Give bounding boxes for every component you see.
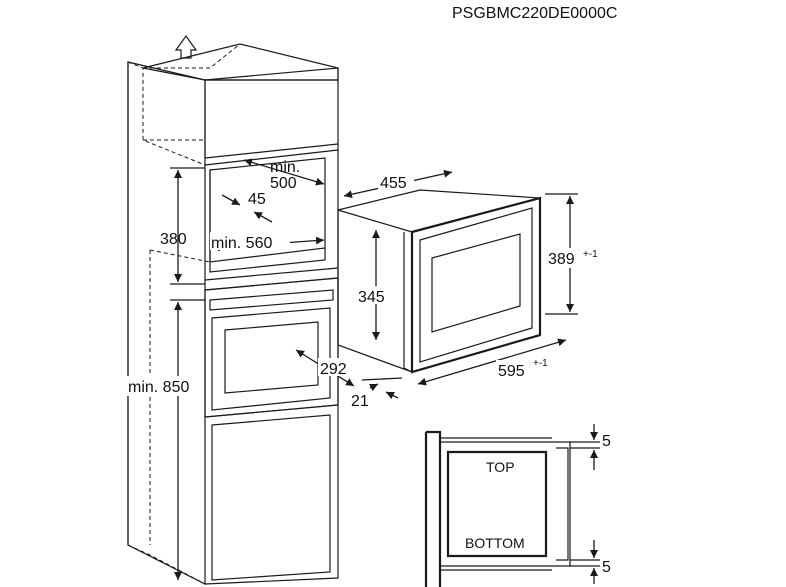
dim-595-arrow — [417, 338, 567, 386]
dim-21-arrow-b — [385, 391, 399, 400]
label-top: TOP — [486, 459, 515, 475]
dim-21-label: 21 — [351, 393, 369, 410]
model-code: PSGBMC220DE0000C — [452, 5, 617, 22]
tall-cabinet — [127, 34, 339, 585]
dim-45-arrow-b — [253, 211, 273, 223]
dim-min500-arrow — [243, 158, 325, 186]
dim-21-arrow-a — [369, 383, 379, 392]
dim-595-tolerance: +-1 — [533, 358, 548, 369]
appliance-dimensions: 455 389 +-1 345 595 +-1 21 — [343, 169, 598, 410]
cabinet-dimensions: 380 min. 500 45 min. 560 min. 850 292 — [126, 158, 355, 580]
dim-345-label: 345 — [358, 289, 385, 306]
dim-min850-label: min. 850 — [128, 379, 189, 396]
dim-min500-label-1: min. — [270, 159, 300, 176]
label-bottom: BOTTOM — [465, 535, 525, 551]
dim-45-label: 45 — [248, 191, 266, 208]
gap-top-label: 5 — [602, 433, 611, 450]
dim-min560-label: min. 560 — [211, 235, 272, 252]
dim-389-label: 389 — [548, 251, 575, 268]
ventilation-arrow-icon — [174, 34, 198, 59]
dim-455-label: 455 — [380, 175, 407, 192]
microwave-appliance — [337, 189, 542, 374]
dim-292-label: 292 — [320, 361, 347, 378]
dim-min500-label-2: 500 — [270, 175, 297, 192]
dim-389-tolerance: +-1 — [583, 249, 598, 260]
dim-380-label: 380 — [160, 231, 187, 248]
gap-bottom-label: 5 — [602, 559, 611, 576]
section-detail: TOP BOTTOM 5 5 — [424, 424, 611, 587]
dim-45-arrow-a — [221, 194, 241, 206]
dim-595-label: 595 — [498, 363, 525, 380]
